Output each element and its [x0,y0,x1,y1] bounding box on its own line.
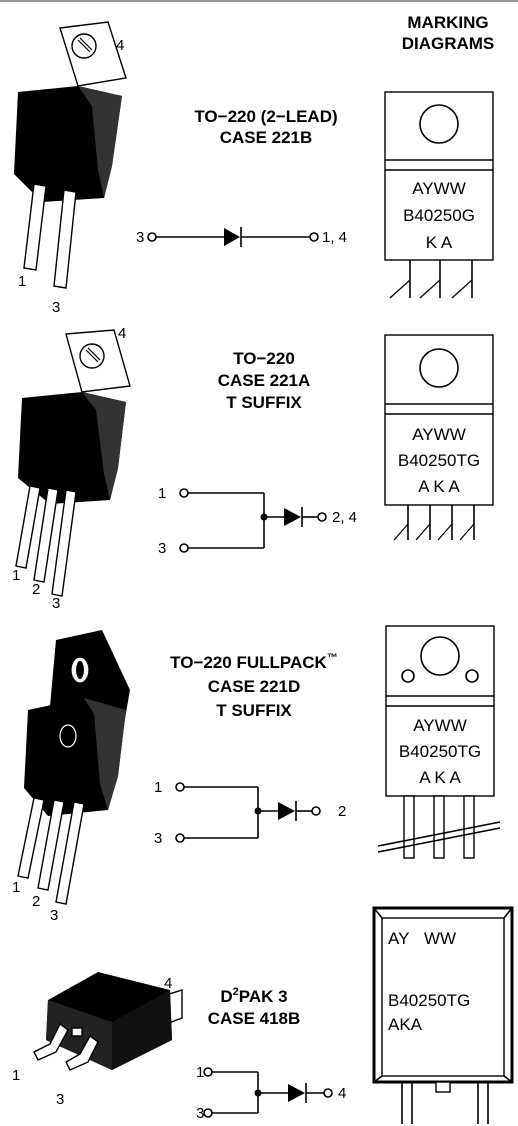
package-1-pin-bottom: 3 [52,299,60,316]
package-2-schematic-right: 2, 4 [332,509,357,526]
package-1-marking-diagram [384,91,494,299]
package-1-drawing [14,21,127,289]
package-1-marking-line3: K A [426,233,453,252]
package-2-to220: 4 1 2 3 TO−220 CASE 221A T SUFFIX 1 3 2,… [12,325,494,612]
package-4-tab-pin: 4 [164,975,172,992]
package-3-schematic-top: 1 [154,779,162,796]
package-4-schematic-right: 4 [338,1085,346,1102]
package-4-schematic [203,1067,333,1118]
package-3-marking-line1: AYWW [413,716,467,735]
package-2-marking-line3: A K A [418,477,460,496]
package-4-title-line1: D2PAK 3 [220,986,287,1006]
package-2-schematic-top: 1 [158,485,166,502]
package-3-drawing [17,630,130,905]
package-4-drawing [33,972,183,1071]
package-2-title-line2: CASE 221A [218,371,311,390]
package-1-schematic-right: 1, 4 [322,229,347,246]
package-3-title-line2: CASE 221D [208,677,301,696]
package-3-schematic-bottom: 3 [154,830,162,847]
header-line1: MARKING [407,13,488,32]
package-1-marking-line1: AYWW [412,179,466,198]
package-2-title-line1: TO−220 [233,349,295,368]
package-4-title-line2: CASE 418B [208,1009,301,1028]
package-3-title-line1: TO−220 FULLPACK™ [170,652,338,672]
package-3-pin2: 2 [32,893,40,910]
package-4-schematic-bottom: 3 [196,1105,204,1122]
package-2-marking-diagram [384,334,494,541]
package-3-title-line3: T SUFFIX [216,701,292,720]
package-4-pin3: 3 [56,1091,64,1108]
package-3-marking-line3: A K A [419,768,461,787]
package-1-schematic-left: 3 [136,229,144,246]
package-4-marking-line1b: WW [424,929,456,948]
package-2-schematic [179,488,327,553]
package-2-drawing [15,329,131,597]
package-3-pin3: 3 [50,907,58,924]
package-3-marking-diagram [377,625,501,859]
package-2-pin3: 3 [52,595,60,612]
package-1-title-line2: CASE 221B [220,128,313,147]
package-1-to220-2lead: 4 1 3 TO−220 (2−LEAD) CASE 221B 3 1, 4 [14,21,494,316]
package-2-pin2: 2 [32,581,40,598]
package-4-schematic-top: 1 [196,1064,204,1081]
package-3-to220-fullpack: 1 2 3 TO−220 FULLPACK™ CASE 221D T SUFFI… [12,625,501,924]
package-1-pin-left: 1 [18,273,26,290]
package-4-marking-line3: AKA [388,1015,423,1034]
package-1-schematic [147,227,319,247]
package-2-schematic-bottom: 3 [158,540,166,557]
package-1-marking-line2: B40250G [403,206,475,225]
package-2-marking-line2: B40250TG [398,451,480,470]
package-4-marking-line1a: AY [388,929,409,948]
package-3-schematic [175,782,321,843]
package-4-marking-diagram [372,906,514,1124]
package-4-d2pak: 4 1 3 D2PAK 3 CASE 418B 1 3 4 [12,906,514,1124]
package-3-pin1: 1 [12,879,20,896]
package-1-tab-pin: 4 [116,37,124,54]
trademark-symbol: ™ [327,652,338,664]
header-line2: DIAGRAMS [402,34,495,53]
package-4-marking-line2: B40250TG [388,991,470,1010]
package-2-marking-line1: AYWW [412,425,466,444]
package-1-title-line1: TO−220 (2−LEAD) [194,107,337,126]
package-4-pin1: 1 [12,1067,20,1084]
package-2-pin1: 1 [12,567,20,584]
package-2-title-line3: T SUFFIX [226,393,302,412]
package-2-tab-pin: 4 [118,325,126,342]
package-3-schematic-right: 2 [338,803,346,820]
package-3-marking-line2: B40250TG [399,742,481,761]
